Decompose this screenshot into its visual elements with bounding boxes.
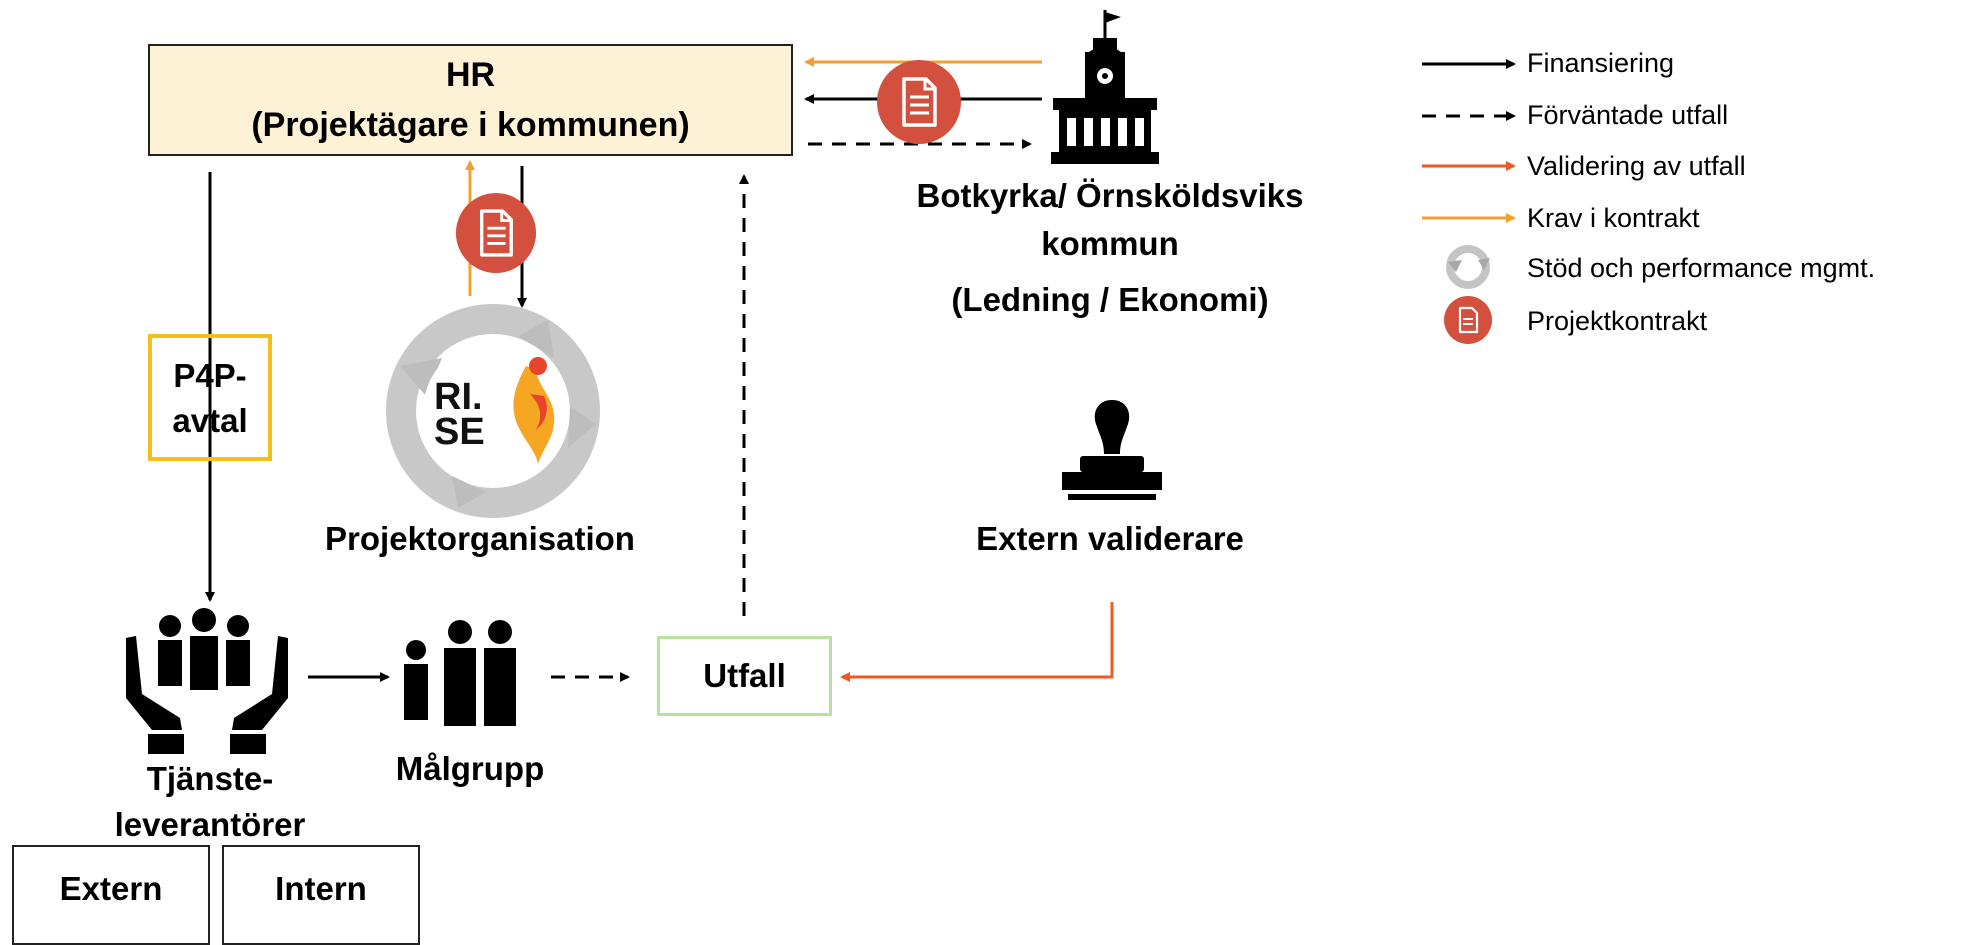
legend-label-financing: Finansiering <box>1527 48 1675 78</box>
legend-label-requirement: Krav i kontrakt <box>1527 203 1700 233</box>
rise-logo-se: SE <box>434 411 485 453</box>
p4p-line1: P4P- <box>173 356 247 394</box>
legend-label-contract: Projektkontrakt <box>1527 306 1708 336</box>
legend-label-validation: Validering av utfall <box>1527 151 1746 181</box>
p4p-box: P4P- avtal <box>148 334 272 461</box>
legend-label-expected-outcome: Förväntade utfall <box>1527 100 1729 130</box>
stamp-icon <box>1062 400 1162 500</box>
municipality-kommun: kommun <box>1041 225 1179 262</box>
service-providers-icon <box>126 608 288 754</box>
service-providers-label: Tjänste- leverantörer <box>90 756 330 848</box>
outcome-label: Utfall <box>703 657 786 694</box>
legend-label-support: Stöd och performance mgmt. <box>1527 253 1876 283</box>
external-validator-label: Extern validerare <box>976 520 1244 557</box>
town-hall-icon <box>1051 10 1159 164</box>
hr-subtitle: (Projektägare i kommunen) <box>251 106 690 144</box>
external-box: Extern <box>12 845 210 945</box>
rise-cycle-icon: RI. SE <box>386 304 600 518</box>
municipality-role: (Ledning / Ekonomi) <box>951 281 1269 318</box>
target-group-icon <box>404 620 516 726</box>
contract-icon <box>455 192 537 274</box>
p4p-line2: avtal <box>172 401 248 439</box>
internal-box: Intern <box>222 845 420 945</box>
municipality-name: Botkyrka/ Örnsköldsviks <box>916 177 1304 214</box>
service-providers-line1: Tjänste- <box>146 760 274 797</box>
hr-box: HR (Projektägare i kommunen) <box>148 44 793 156</box>
hr-title: HR <box>445 56 496 94</box>
service-providers-line2: leverantörer <box>114 806 306 843</box>
arrow-validator-to-outcome <box>840 602 1114 682</box>
contract-icon <box>877 60 961 144</box>
rise-logo-ri: RI. <box>434 376 483 418</box>
internal-label: Intern <box>275 870 367 907</box>
legend-contract-icon <box>1444 296 1492 344</box>
legend-cycle-icon <box>1446 245 1490 289</box>
legend-symbols <box>1422 59 1516 344</box>
outcome-box: Utfall <box>657 636 832 716</box>
external-label: Extern <box>59 870 163 907</box>
municipality-label: Botkyrka/ Örnsköldsviks kommun (Ledning … <box>870 172 1350 324</box>
target-group-label: Målgrupp <box>395 750 545 787</box>
project-org-label: Projektorganisation <box>325 520 635 557</box>
